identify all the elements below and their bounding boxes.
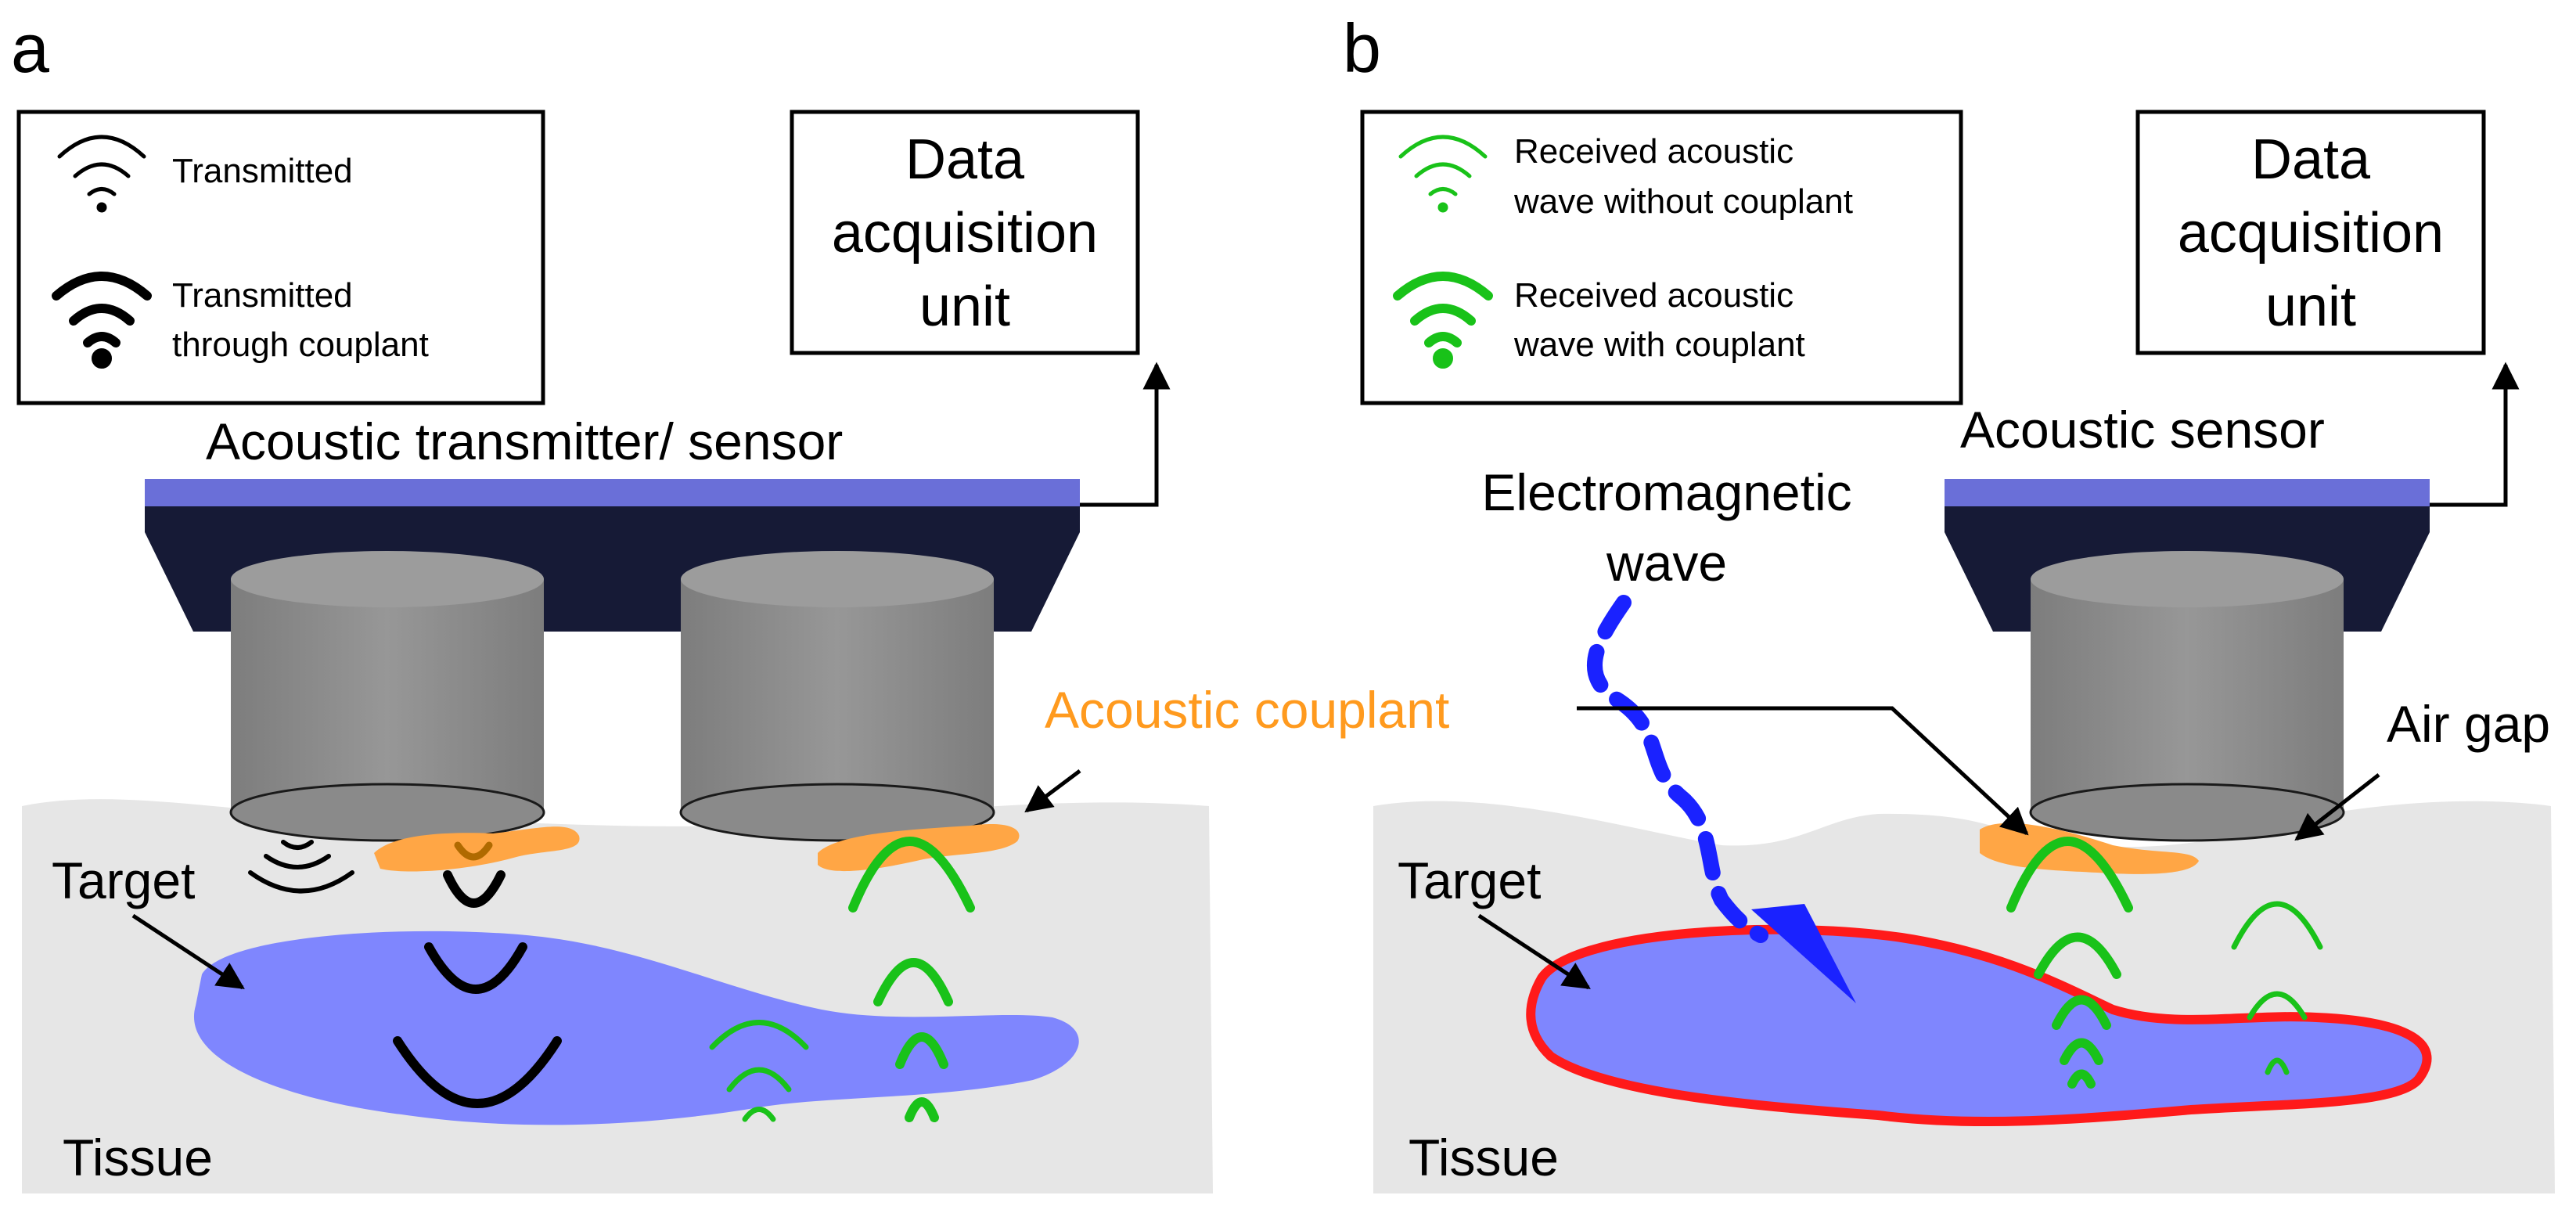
panel-b: b [1045, 9, 2555, 1193]
sensor-label-b: Acoustic sensor [1960, 401, 2325, 459]
transmitted-waves [248, 840, 562, 1108]
wifi-thick-green-icon [1393, 272, 1493, 369]
em-wave-path [1586, 595, 1768, 943]
panel-b-letter: b [1343, 9, 1381, 87]
wifi-thin-icon [57, 135, 146, 213]
target-shape-b [1526, 924, 2432, 1127]
connector-b [2430, 362, 2520, 507]
panel-a-letter: a [11, 9, 49, 87]
couplant-arrow-a [1024, 769, 1081, 813]
transducer-right [679, 551, 995, 842]
daq-a-line1: Data [905, 128, 1025, 191]
legend-a-transmitted-couplant-1: Transmitted [172, 276, 353, 315]
daq-a-line2: acquisition [832, 202, 1098, 265]
legend-box-b [1360, 110, 1963, 405]
couplant-leader-b [1577, 706, 2029, 836]
couplant-left [374, 826, 580, 872]
airgap-label: Air gap [2387, 695, 2550, 753]
target-label-a: Target [52, 851, 195, 909]
target-arrow-b [1477, 913, 1591, 990]
daq-b-line2: acquisition [2178, 202, 2444, 265]
em-wave-arrowhead [1751, 904, 1856, 1003]
received-waves-a [709, 837, 975, 1122]
tissue-label-a: Tissue [63, 1129, 213, 1186]
em-wave-label-1: Electromagnetic [1481, 463, 1851, 521]
device-plate-top [145, 479, 1080, 506]
transducer-b [2029, 551, 2345, 842]
target-label-b: Target [1398, 851, 1541, 909]
couplant-label: Acoustic couplant [1045, 681, 1449, 739]
wifi-thin-green-icon [1398, 135, 1488, 213]
legend-b-without-2: wave without couplant [1513, 182, 1853, 221]
legend-a-transmitted: Transmitted [172, 152, 353, 190]
legend-b-with-1: Received acoustic [1514, 276, 1793, 315]
sensor-plate-top [1945, 479, 2430, 506]
daq-b-line3: unit [2265, 275, 2356, 338]
connector-a [1080, 362, 1171, 507]
device-label-a: Acoustic transmitter/ sensor [206, 412, 843, 470]
daq-b-line1: Data [2251, 128, 2371, 191]
legend-b-without-1: Received acoustic [1514, 132, 1793, 171]
daq-box-b [2135, 110, 2486, 355]
transducer-left [229, 551, 545, 842]
em-wave-label-2: wave [1606, 534, 1727, 592]
daq-box-a [790, 110, 1140, 355]
panel-a: a [11, 9, 1213, 1193]
legend-a-transmitted-couplant-2: through couplant [172, 326, 429, 364]
tissue-label-b: Tissue [1409, 1129, 1559, 1186]
airgap-arrow [2294, 773, 2380, 841]
daq-a-line3: unit [919, 275, 1010, 338]
wifi-thick-icon [52, 272, 152, 369]
target-shape [193, 931, 1079, 1125]
received-waves-b [2006, 837, 2323, 1089]
legend-b-with-2: wave with couplant [1513, 326, 1805, 364]
target-arrow-a [131, 913, 245, 990]
